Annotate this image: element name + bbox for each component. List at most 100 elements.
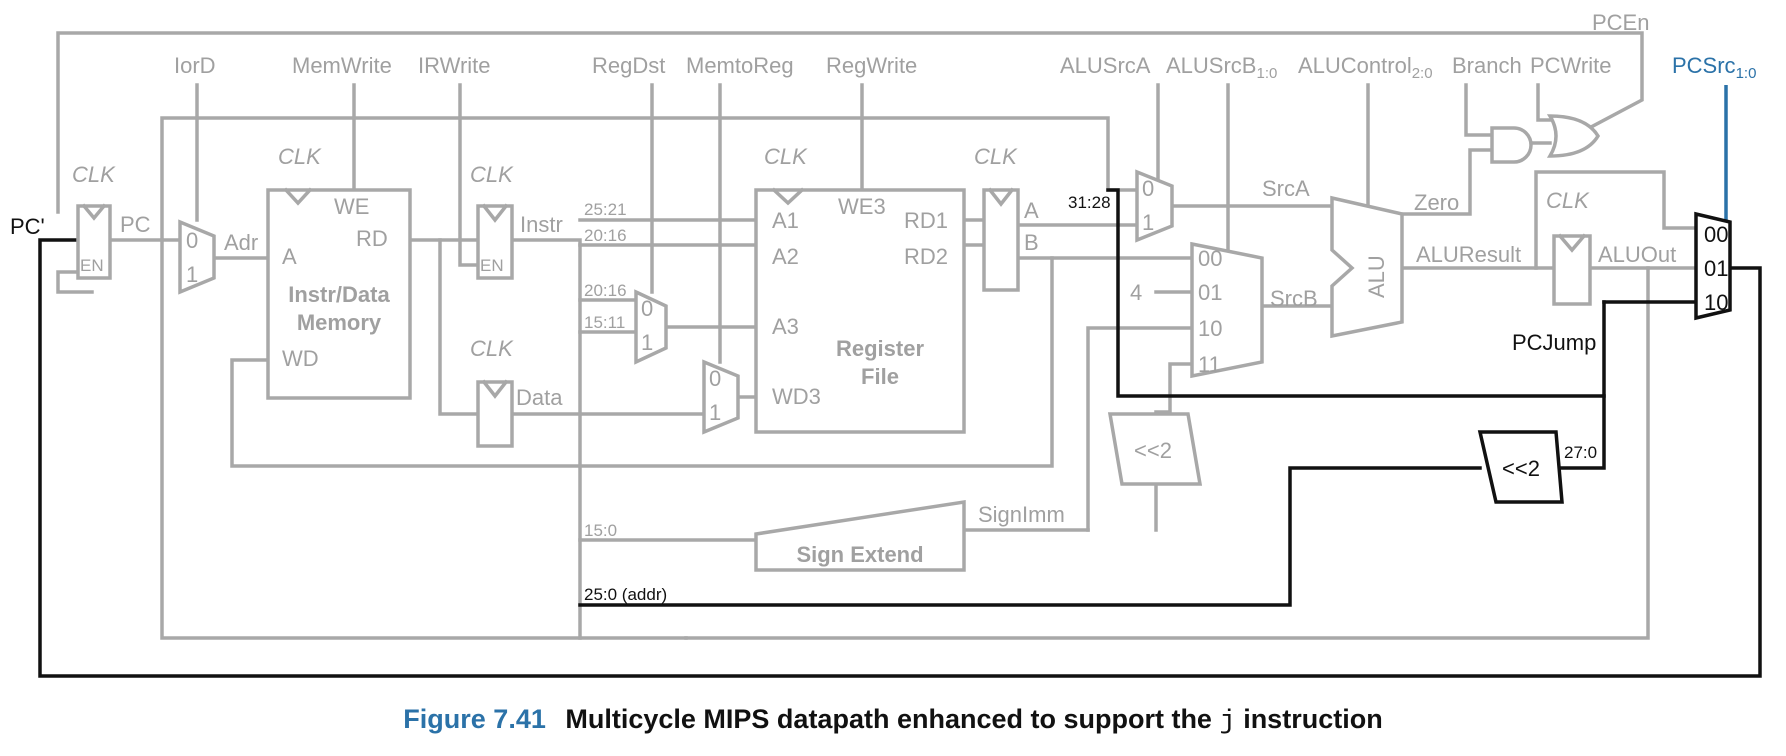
sign-extend: [754, 499, 966, 572]
label-clk-mem: CLK: [278, 144, 322, 169]
shift-left-2-jump: [1477, 430, 1564, 504]
label-adr: Adr: [224, 230, 258, 255]
label-pc: PC: [120, 212, 151, 237]
label-rf-a3: A3: [772, 314, 799, 339]
gray-wires: [56, 31, 1698, 640]
label-clk-rf: CLK: [764, 144, 808, 169]
label-adrmux-1: 1: [186, 262, 198, 287]
label-instr: Instr: [520, 212, 563, 237]
label-regdstmux-0: 0: [641, 296, 653, 321]
label-srcbmux-01: 01: [1198, 280, 1222, 305]
label-data: Data: [516, 385, 563, 410]
label-clk-aluout: CLK: [1546, 188, 1590, 213]
label-reg-b: B: [1024, 230, 1039, 255]
labels: PCEn IorD MemWrite IRWrite RegDst MemtoR…: [10, 10, 1756, 604]
label-memtoregmux-1: 1: [709, 400, 721, 425]
label-regwrite: RegWrite: [826, 53, 917, 78]
label-rf-a1: A1: [772, 208, 799, 233]
label-mem-a: A: [282, 244, 297, 269]
label-clk-pc: CLK: [72, 162, 116, 187]
label-rf-wd3: WD3: [772, 384, 821, 409]
label-regdst: RegDst: [592, 53, 665, 78]
label-aluresult: ALUResult: [1416, 242, 1521, 267]
regdst-mux: [634, 289, 668, 365]
label-mem-title-2: Memory: [297, 310, 382, 335]
label-iord: IorD: [174, 53, 216, 78]
label-signimm: SignImm: [978, 502, 1065, 527]
label-rf-title-1: Register: [836, 336, 924, 361]
label-pcsrcmux-01: 01: [1704, 256, 1728, 281]
label-bits-20-16b: 20:16: [584, 281, 627, 300]
label-signext: Sign Extend: [796, 542, 923, 567]
label-alusrcb: ALUSrcB1:0: [1166, 53, 1277, 82]
label-srcb: SrcB: [1270, 286, 1318, 311]
label-rf-title-2: File: [861, 364, 899, 389]
label-srcbmux-00: 00: [1198, 246, 1222, 271]
shift-left-2-imm: [1107, 412, 1203, 486]
label-clk-instr: CLK: [470, 162, 514, 187]
label-mem-title-1: Instr/Data: [288, 282, 390, 307]
label-adrmux-0: 0: [186, 228, 198, 253]
label-srca: SrcA: [1262, 176, 1310, 201]
label-pcprime: PC': [10, 214, 45, 239]
label-memtoreg: MemtoReg: [686, 53, 794, 78]
label-bits-31-28: 31:28: [1068, 193, 1111, 212]
label-rf-rd1: RD1: [904, 208, 948, 233]
instr-data-memory: [266, 188, 412, 400]
label-en-instr: EN: [480, 256, 504, 275]
label-aluout: ALUOut: [1598, 242, 1676, 267]
srcb-mux: [1190, 241, 1264, 379]
label-pcsrcmux-10: 10: [1704, 290, 1728, 315]
label-clk-data: CLK: [470, 336, 514, 361]
label-rf-rd2: RD2: [904, 244, 948, 269]
figure-caption: Figure 7.41 Multicycle MIPS datapath enh…: [0, 704, 1786, 737]
label-alu: ALU: [1364, 255, 1389, 298]
label-shift2-imm: <<2: [1134, 438, 1172, 463]
figure-title: Multicycle MIPS datapath enhanced to sup…: [565, 704, 1383, 737]
label-bits-27-0: 27:0: [1564, 443, 1597, 462]
label-mem-rd: RD: [356, 226, 388, 251]
label-pcjump: PCJump: [1512, 330, 1596, 355]
register-file: [754, 188, 966, 434]
label-pcwrite: PCWrite: [1530, 53, 1612, 78]
data-register: [476, 380, 514, 448]
label-shift2-jump: <<2: [1502, 456, 1540, 481]
black-wires: [38, 188, 1762, 678]
instruction-code: j: [1219, 707, 1236, 737]
label-mem-wd: WD: [282, 346, 319, 371]
label-zero: Zero: [1414, 190, 1459, 215]
multicycle-datapath-diagram: PCEn IorD MemWrite IRWrite RegDst MemtoR…: [10, 10, 1762, 678]
label-alusrca: ALUSrcA: [1060, 53, 1151, 78]
label-bits-20-16: 20:16: [584, 226, 627, 245]
label-rf-we3: WE3: [838, 194, 886, 219]
label-srcamux-0: 0: [1142, 176, 1154, 201]
label-pcsrc: PCSrc1:0: [1672, 53, 1756, 82]
label-memtoregmux-0: 0: [709, 366, 721, 391]
pc-register: [76, 204, 112, 280]
label-bits-15-11: 15:11: [584, 313, 625, 332]
and-gate: [1490, 126, 1533, 164]
label-bits-25-0: 25:0 (addr): [584, 585, 667, 604]
address-mux: [178, 219, 216, 295]
alu: [1330, 195, 1404, 339]
label-pcsrcmux-00: 00: [1704, 222, 1728, 247]
label-srcbmux-10: 10: [1198, 316, 1222, 341]
label-regdstmux-1: 1: [641, 330, 653, 355]
label-en-pc: EN: [80, 256, 104, 275]
label-mem-we: WE: [334, 194, 369, 219]
label-memwrite: MemWrite: [292, 53, 392, 78]
or-gate: [1546, 114, 1601, 158]
label-branch: Branch: [1452, 53, 1522, 78]
label-reg-a: A: [1024, 198, 1039, 223]
pcsrc-mux: [1694, 211, 1732, 321]
label-srcamux-1: 1: [1142, 210, 1154, 235]
memtoreg-mux: [702, 359, 740, 435]
label-bits-15-0: 15:0: [584, 521, 617, 540]
figure-number: Figure 7.41: [403, 704, 546, 734]
srca-mux: [1135, 169, 1174, 243]
label-srcbmux-11: 11: [1198, 352, 1221, 377]
label-irwrite: IRWrite: [418, 53, 491, 78]
label-rf-a2: A2: [772, 244, 799, 269]
label-pcen: PCEn: [1592, 10, 1649, 35]
aluout-register: [1552, 234, 1592, 306]
